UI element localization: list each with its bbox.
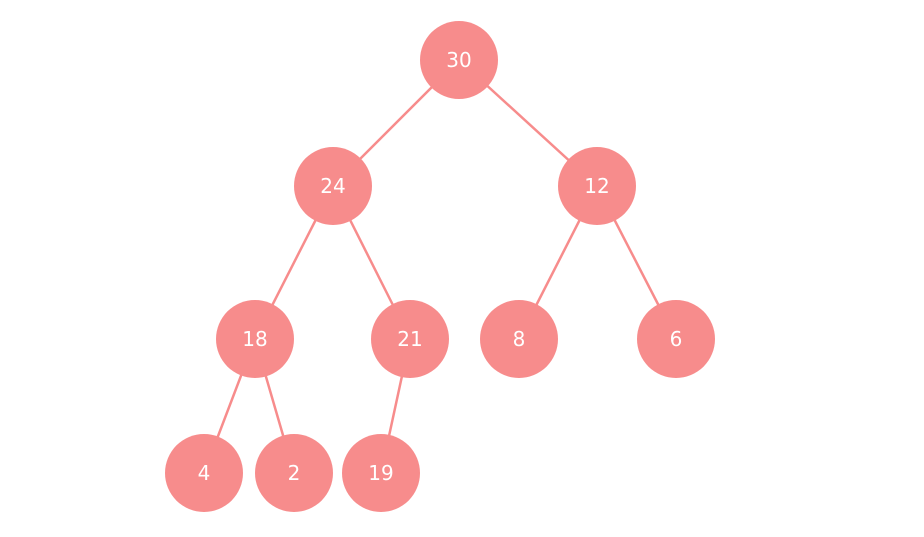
tree-node: 12 xyxy=(558,147,636,225)
tree-node-label: 2 xyxy=(288,461,301,485)
tree-node: 30 xyxy=(420,21,498,99)
tree-node: 2 xyxy=(255,434,333,512)
tree-node-label: 12 xyxy=(584,174,609,198)
tree-node-label: 8 xyxy=(513,327,526,351)
tree-nodes: 30 24 12 18 21 8 6 4 2 19 xyxy=(165,21,715,512)
tree-node-circle xyxy=(420,21,498,99)
tree-node-circle xyxy=(294,147,372,225)
tree-node-label: 19 xyxy=(368,461,393,485)
tree-node: 21 xyxy=(371,300,449,378)
tree-node-circle xyxy=(165,434,243,512)
tree-node: 19 xyxy=(342,434,420,512)
tree-node-label: 30 xyxy=(446,48,471,72)
tree-edges xyxy=(202,58,678,475)
tree-node: 24 xyxy=(294,147,372,225)
tree-node-label: 21 xyxy=(397,327,422,351)
tree-node-label: 6 xyxy=(670,327,683,351)
tree-node-circle xyxy=(558,147,636,225)
tree-node-circle xyxy=(342,434,420,512)
tree-node: 8 xyxy=(480,300,558,378)
tree-node: 6 xyxy=(637,300,715,378)
tree-node-label: 18 xyxy=(242,327,267,351)
tree-node-circle xyxy=(637,300,715,378)
tree-node-label: 4 xyxy=(198,461,211,485)
tree-node-label: 24 xyxy=(320,174,345,198)
tree-node: 18 xyxy=(216,300,294,378)
tree-node-circle xyxy=(216,300,294,378)
tree-node: 4 xyxy=(165,434,243,512)
tree-node-circle xyxy=(480,300,558,378)
tree-node-circle xyxy=(255,434,333,512)
tree-node-circle xyxy=(371,300,449,378)
